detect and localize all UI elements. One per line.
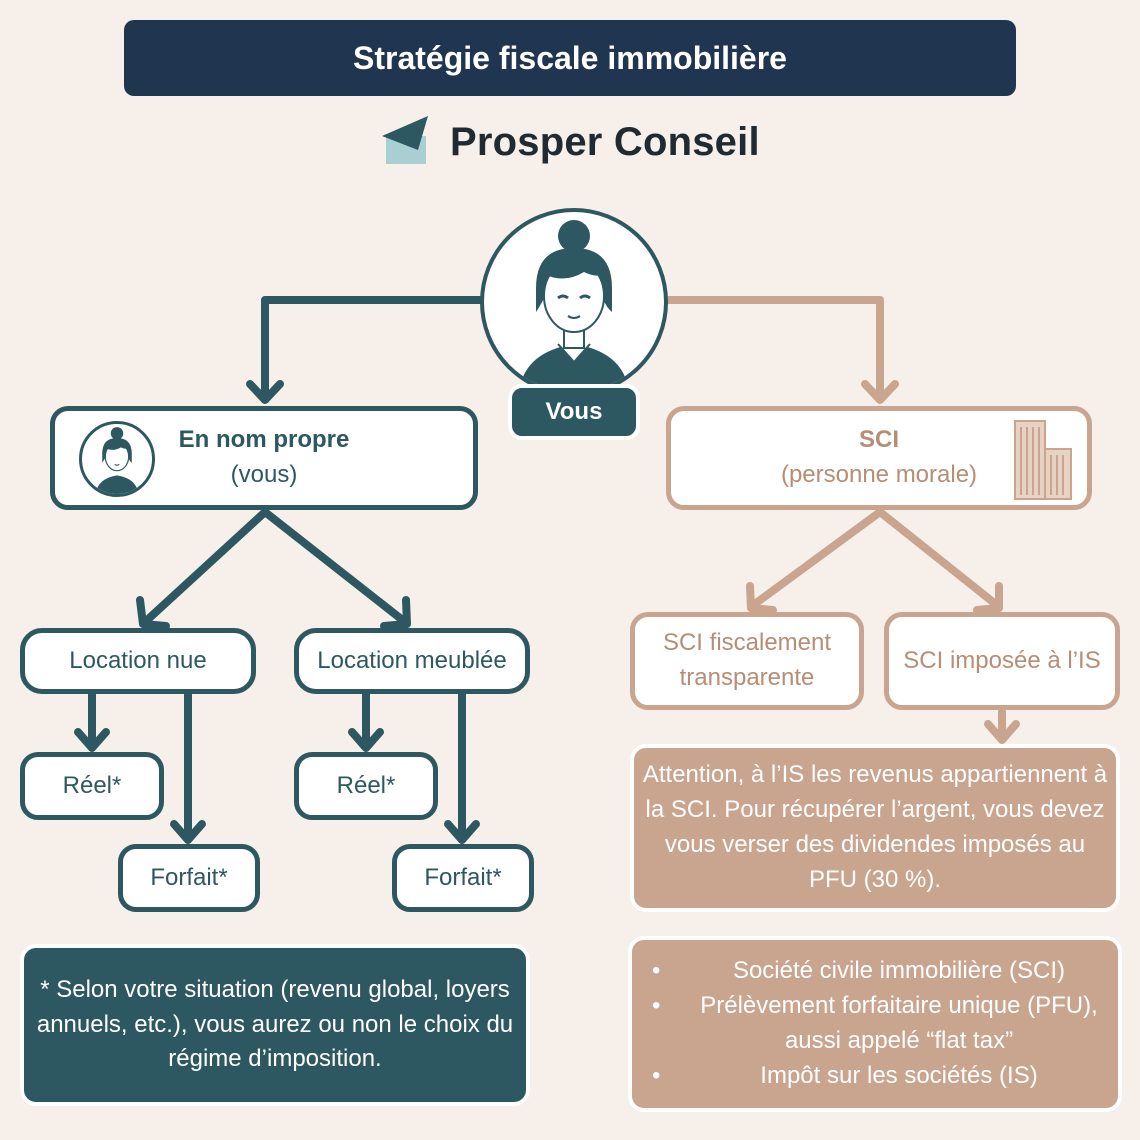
building-icon xyxy=(1009,419,1075,512)
footnote-text: * Selon votre situation (revenu global, … xyxy=(36,975,514,1073)
node-meublee-forfait: Forfait* xyxy=(392,844,534,912)
arrow-to-location-meublee xyxy=(261,508,409,626)
woman-avatar-icon xyxy=(519,220,629,392)
brand-logo-icon xyxy=(380,114,432,171)
node-title: SCI xyxy=(858,426,899,454)
small-avatar xyxy=(79,421,155,497)
arrow-to-sci-is xyxy=(876,508,1002,610)
node-location-nue: Location nue xyxy=(20,628,256,694)
node-nue-forfait: Forfait* xyxy=(118,844,260,912)
arrow-to-sci-transparente xyxy=(748,508,884,610)
page-title: Stratégie fiscale immobilière xyxy=(124,20,1016,96)
woman-avatar-icon xyxy=(95,427,139,494)
node-sci: SCI (personne morale) xyxy=(666,406,1092,510)
arrow-to-location-nue xyxy=(141,508,269,626)
legend-item: Prélèvement forfaitaire unique (PFU), au… xyxy=(652,989,1118,1059)
is-warning-box: Attention, à l’IS les revenus appartienn… xyxy=(630,744,1120,912)
brand: Prosper Conseil xyxy=(380,112,760,172)
abbreviations-legend: Société civile immobilière (SCI) Prélève… xyxy=(628,936,1122,1112)
node-title: En nom propre xyxy=(178,426,350,454)
legend-item: Société civile immobilière (SCI) xyxy=(652,954,1118,989)
node-subtitle: (vous) xyxy=(230,461,298,488)
legend-item: Impôt sur les sociétés (IS) xyxy=(652,1059,1118,1094)
user-avatar xyxy=(480,208,668,396)
brand-name: Prosper Conseil xyxy=(450,119,760,164)
node-location-meublee: Location meublée xyxy=(294,628,530,694)
root-node-vous: Vous xyxy=(508,384,640,440)
footnote-box: * Selon votre situation (revenu global, … xyxy=(20,944,530,1106)
node-sci-is: SCI imposée à l’IS xyxy=(884,612,1120,710)
node-en-nom-propre: En nom propre (vous) xyxy=(50,406,478,510)
node-sci-transparente: SCI fiscalement transparente xyxy=(630,612,864,710)
node-subtitle: (personne morale) xyxy=(780,461,978,488)
arrow-vous-to-sci xyxy=(664,296,884,402)
node-meublee-reel: Réel* xyxy=(294,752,438,820)
arrow-vous-to-nom-propre xyxy=(261,296,486,402)
node-nue-reel: Réel* xyxy=(20,752,164,820)
is-warning-text: Attention, à l’IS les revenus appartienn… xyxy=(642,761,1108,893)
